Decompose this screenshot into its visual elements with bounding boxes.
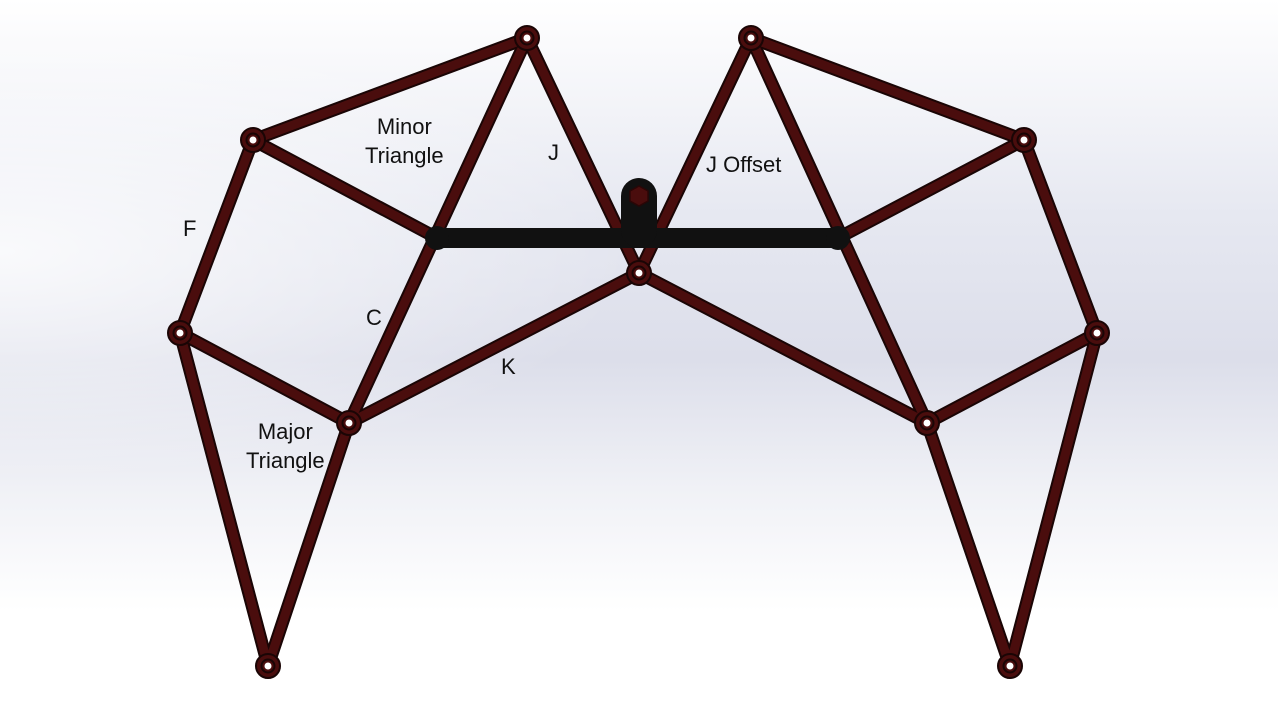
link-bar [1019, 135, 1102, 338]
joint-ring [172, 325, 188, 341]
joint-ring [743, 30, 759, 46]
joint-hole [1093, 329, 1101, 337]
label-major-line2: Triangle [246, 448, 325, 473]
link-bar [746, 33, 1029, 145]
joint-hole [249, 136, 257, 144]
label-minor-triangle: Minor Triangle [365, 112, 444, 170]
link-bar [263, 418, 354, 671]
joint-ring [341, 415, 357, 431]
link-bar [248, 33, 532, 145]
joint-hole [264, 662, 272, 670]
link-bar [175, 328, 273, 671]
joint-hole [923, 419, 931, 427]
link-bar [1005, 328, 1102, 671]
link-bar [634, 268, 932, 428]
label-minor-line1: Minor [376, 114, 432, 139]
link-bar [344, 268, 644, 428]
joint-ring [919, 415, 935, 431]
label-major-triangle: Major Triangle [246, 417, 325, 475]
hex-nut-icon [629, 185, 649, 207]
joint-hole [176, 329, 184, 337]
label-c: C [366, 305, 382, 330]
label-j-offset: J Offset [706, 152, 782, 177]
label-major-line1: Major [257, 419, 313, 444]
joint-ring [1002, 658, 1018, 674]
joint-hole [747, 34, 755, 42]
joint-ring [1089, 325, 1105, 341]
label-j: J [548, 140, 559, 165]
crossbar-pivot-right [826, 226, 850, 250]
label-k: K [501, 354, 516, 379]
joint-hole [1006, 662, 1014, 670]
joint-ring [631, 265, 647, 281]
link-bar [175, 328, 354, 428]
link-bar [175, 135, 258, 338]
joint-ring [260, 658, 276, 674]
link-bar [922, 328, 1102, 428]
joint-hole [345, 419, 353, 427]
joint-ring [519, 30, 535, 46]
joint-hole [1020, 136, 1028, 144]
label-f: F [183, 216, 197, 241]
link-bar [833, 135, 1029, 243]
joint-hole [635, 269, 643, 277]
label-minor-line2: Triangle [365, 143, 444, 168]
joint-ring [1016, 132, 1032, 148]
link-bar [922, 418, 1015, 671]
joint-hole [523, 34, 531, 42]
crossbar-pivot-left [425, 226, 449, 250]
link-bar [248, 135, 442, 243]
joint-ring [245, 132, 261, 148]
